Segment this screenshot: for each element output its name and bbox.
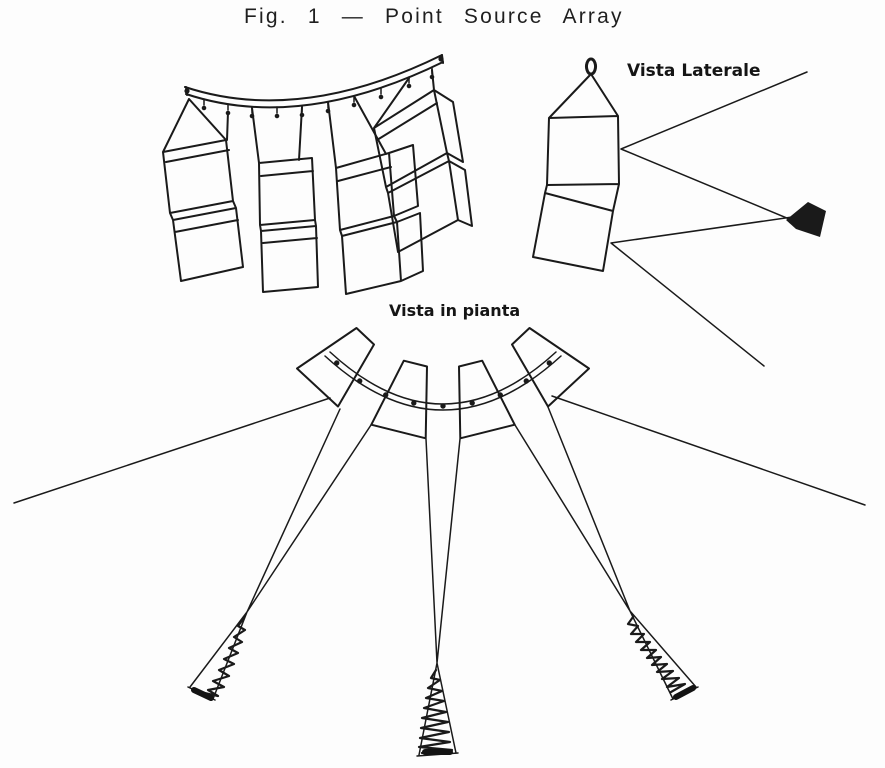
side-view-label: Vista Laterale [627, 61, 761, 81]
array-column-3-boxes [327, 95, 424, 295]
plan-rail-inner-arc [329, 351, 557, 405]
plan-rail-dots [334, 360, 552, 409]
plan-cone-scribbles [198, 615, 687, 755]
side-impact-scribble [786, 202, 826, 237]
plan-cone-base-blobs [191, 685, 696, 755]
array-column-2-boxes [251, 106, 319, 293]
array-rail-end-caps [185, 54, 444, 96]
figure-title: Fig. 1 — Point Source Array [244, 5, 624, 28]
array-rail-top-line [184, 54, 443, 102]
plan-cabinet-outlines [296, 327, 590, 440]
hang-ring-icon [585, 57, 597, 76]
plan-beam-lines [13, 395, 866, 756]
array-column-4-boxes [373, 69, 473, 253]
plan-view-drawing [13, 327, 866, 757]
array-3d-drawing [162, 54, 473, 295]
array-rail-bottom-line [185, 61, 444, 109]
array-column-1-boxes [162, 98, 244, 282]
side-view-drawing [532, 57, 826, 367]
side-beam-lines [610, 71, 821, 367]
side-impact-strokes [788, 209, 820, 231]
plan-rail-outer-arc [324, 355, 562, 411]
side-rigging-and-cabinets [532, 73, 620, 272]
plan-view-label: Vista in pianta [389, 301, 521, 320]
